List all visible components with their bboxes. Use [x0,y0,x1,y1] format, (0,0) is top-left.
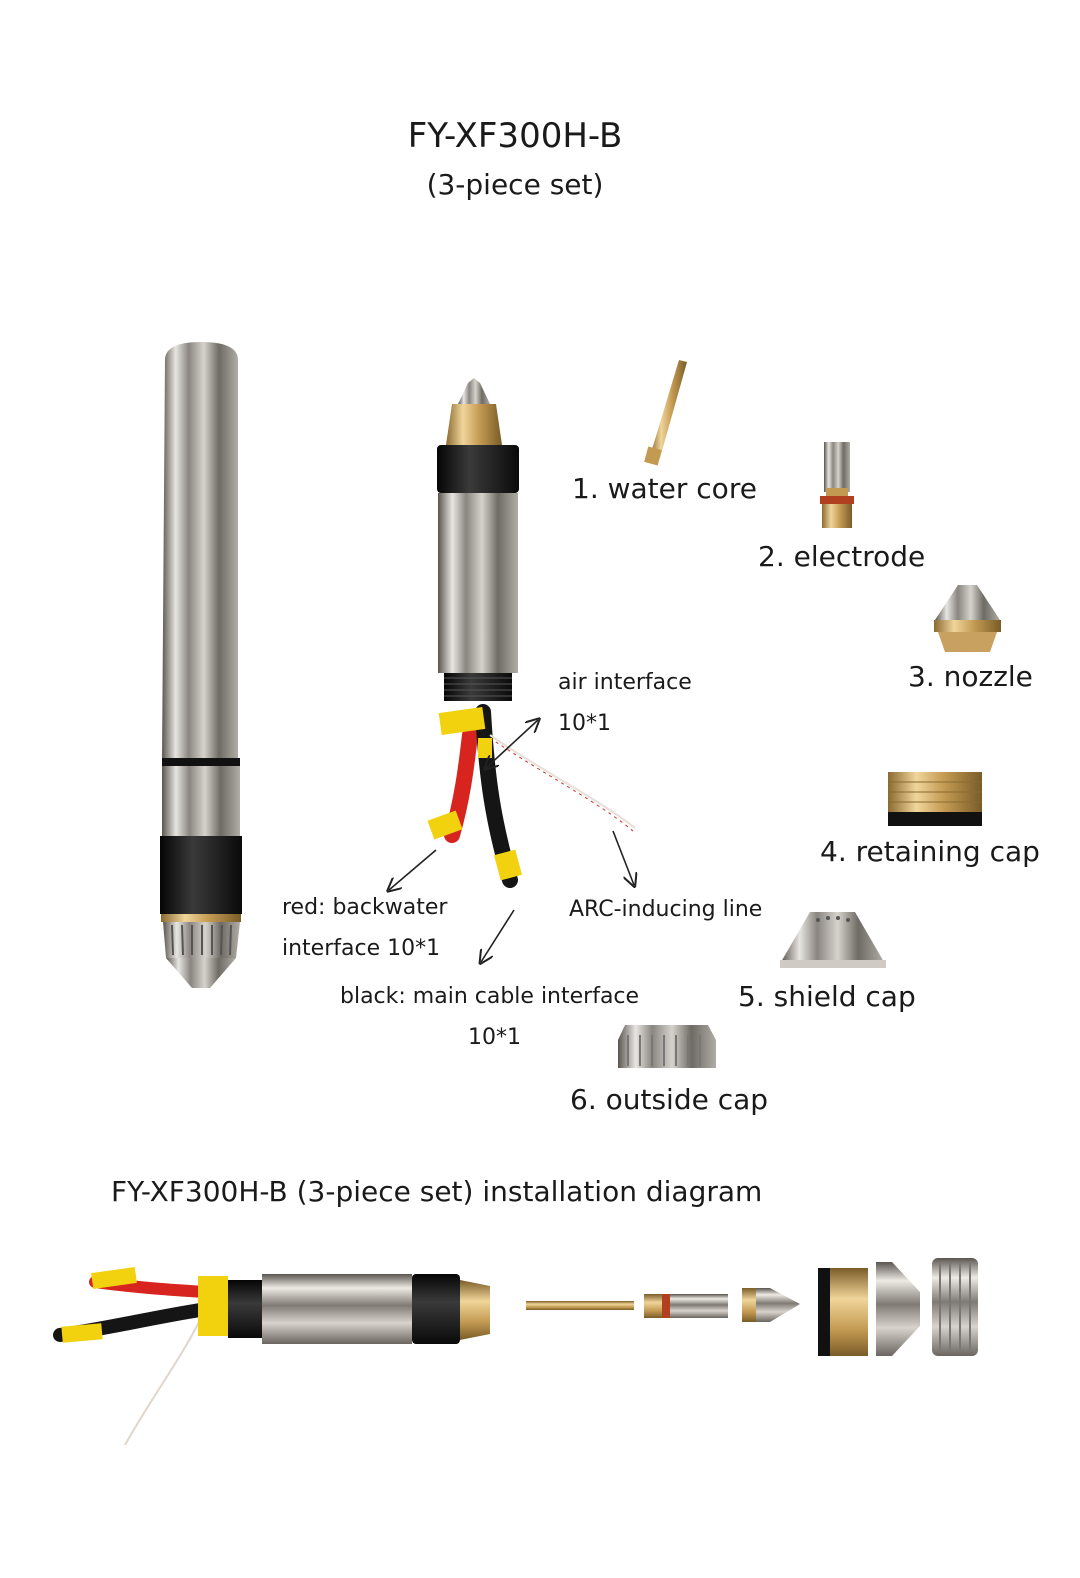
retaining-cap-part [888,772,982,826]
label-red-backwater: red: backwater [282,895,448,920]
label-nozzle: 3. nozzle [908,660,1033,693]
water-core-part [644,360,687,466]
label-black-main-cable-size: 10*1 [468,1025,521,1050]
assembled-torch [160,342,242,988]
label-air-interface: air interface [558,670,692,695]
label-arc-line: ARC-inducing line [569,897,763,922]
label-water-core: 1. water core [572,472,757,505]
torch-body [427,378,636,888]
label-shield-cap: 5. shield cap [738,980,916,1013]
label-black-main-cable: black: main cable interface [340,984,640,1009]
label-air-interface-size: 10*1 [558,711,611,736]
annotation-arrows [389,720,634,962]
electrode-part [820,442,854,528]
label-outside-cap: 6. outside cap [570,1083,769,1116]
page-subtitle: (3-piece set) [426,168,604,201]
page-title: FY-XF300H-B [407,116,623,156]
installation-title: FY-XF300H-B (3-piece set) installation d… [111,1175,763,1208]
nozzle-part [934,585,1001,652]
outside-cap-part [618,1025,716,1068]
label-retaining-cap: 4. retaining cap [820,835,1040,868]
label-electrode: 2. electrode [758,540,926,573]
label-red-backwater-size: interface 10*1 [282,936,441,961]
shield-cap-part [780,912,886,968]
installation-diagram [53,1258,978,1446]
